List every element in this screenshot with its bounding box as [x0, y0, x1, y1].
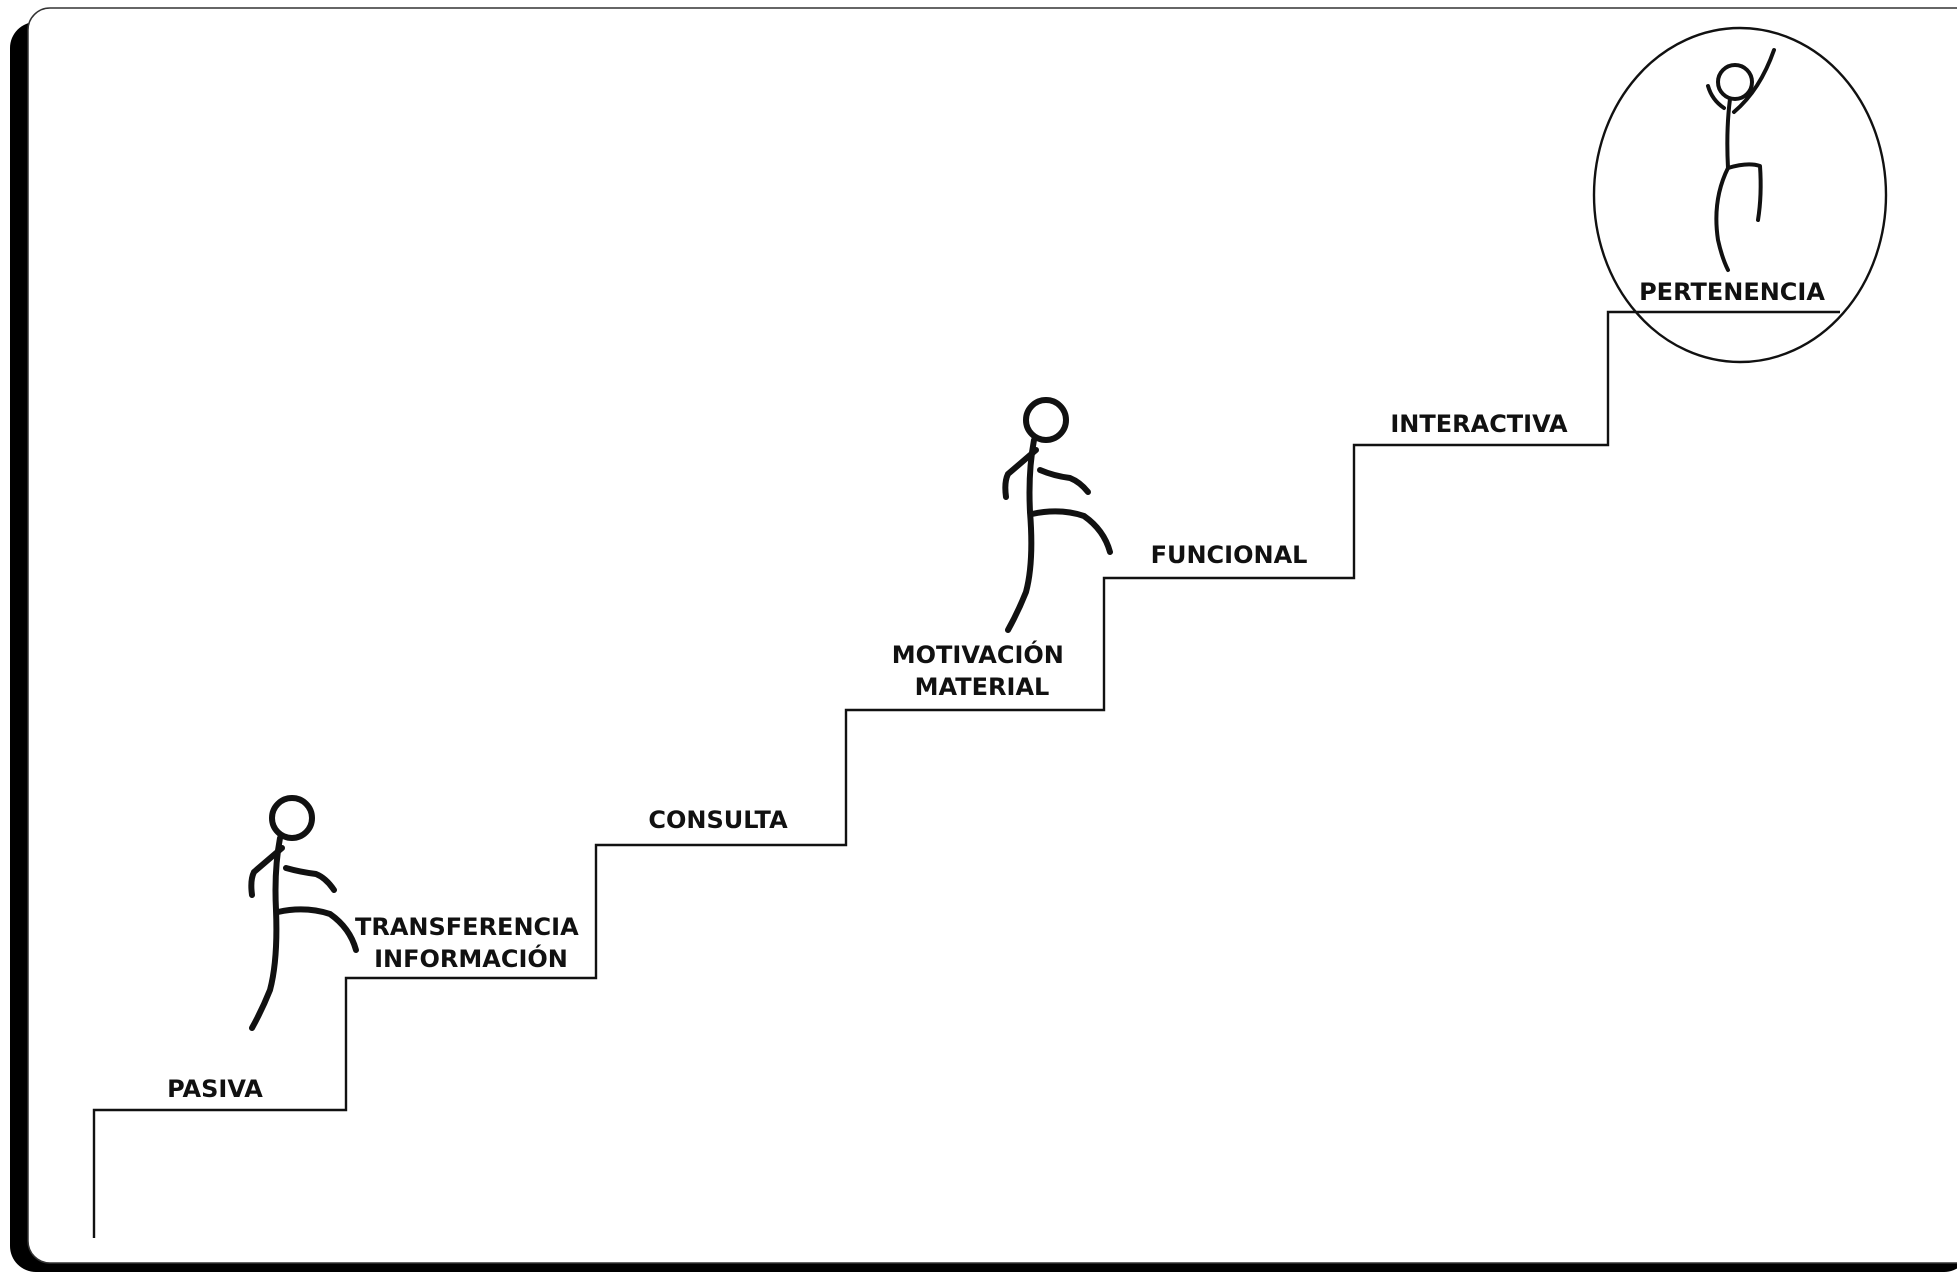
walking-figure-icon: [248, 795, 359, 1031]
step-label-pertenencia: PERTENENCIA: [1639, 278, 1825, 306]
highlight-circle: [1592, 26, 1888, 364]
staircase-outline: [92, 310, 1840, 1238]
step-label-motivacion-material: MOTIVACIÓN MATERIAL: [892, 639, 1073, 701]
step-label-funcional: FUNCIONAL: [1151, 541, 1308, 569]
walking-figure-icon: [1002, 397, 1113, 633]
step-label-interactiva: INTERACTIVA: [1390, 410, 1568, 438]
step-label-pasiva: PASIVA: [167, 1075, 263, 1103]
step-label-consulta: CONSULTA: [648, 806, 788, 834]
card-frame: [27, 7, 1957, 1264]
step-label-transferencia-informacion: TRANSFERENCIA INFORMACIÓN: [355, 913, 587, 973]
celebrating-figure-icon: [1706, 48, 1776, 272]
